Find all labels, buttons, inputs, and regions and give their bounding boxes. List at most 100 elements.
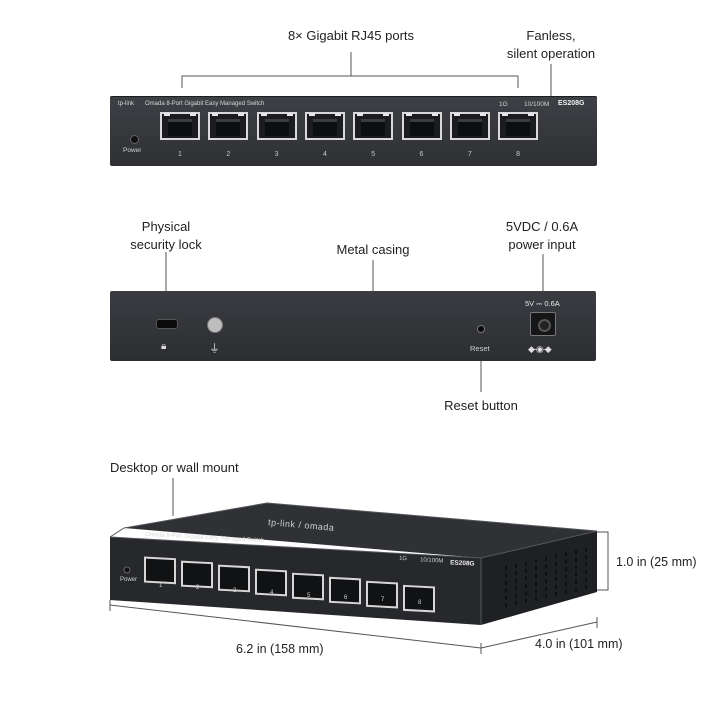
iso-port-number: 3 [233, 587, 237, 594]
front-panel: tp-link Omada 8-Port Gigabit Easy Manage… [110, 96, 597, 166]
iso-vent-slot [545, 564, 547, 569]
iso-vent-slot [535, 596, 537, 601]
iso-vent-slot [545, 556, 547, 561]
iso-vent-slot [585, 555, 587, 560]
fanless-callout-line1: Fanless, [526, 28, 576, 43]
front-port-6 [401, 112, 442, 140]
iso-vent-slot [555, 584, 557, 589]
iso-vent-slot [545, 594, 547, 599]
iso-vent-slot [545, 586, 547, 591]
iso-vent-slot [555, 592, 557, 596]
iso-port-number: 5 [307, 592, 311, 599]
back-panel: 🔒︎ ⏚ Reset 5V ⎓ 0.6A ◆-◉-◆ [110, 291, 596, 361]
front-port-number: 1 [178, 151, 182, 158]
front-port-number: 4 [322, 151, 327, 158]
iso-power-label: Power [120, 577, 138, 583]
iso-model-label: ES208G [449, 559, 475, 568]
iso-port-number: 2 [196, 585, 200, 592]
iso-vent-slot [535, 581, 537, 586]
lock-icon: 🔒︎ [161, 341, 167, 352]
iso-vent-slot [505, 603, 507, 608]
front-port-number: 2 [226, 151, 231, 158]
iso-port-row [144, 556, 435, 613]
ports-bracket-line [181, 75, 519, 88]
security-lock-slot [156, 319, 178, 329]
iso-vent-slot [545, 579, 547, 584]
front-port-5 [353, 112, 394, 140]
iso-port-number: 4 [270, 590, 274, 597]
front-port-3 [256, 112, 297, 140]
reset-button-hole[interactable] [477, 325, 485, 333]
height-dimension-line [597, 531, 609, 591]
iso-vent-slot [575, 587, 577, 592]
fanless-callout-line2: silent operation [506, 46, 596, 61]
iso-vent-slot [535, 589, 537, 594]
front-port-1 [160, 112, 200, 140]
metal-casing-callout: Metal casing [336, 242, 410, 257]
iso-top-surface [124, 503, 597, 558]
iso-vent-slot [515, 593, 517, 598]
iso-vent-slot [545, 571, 547, 576]
iso-vent-slot [555, 577, 557, 581]
power-led-icon [130, 135, 139, 144]
iso-vent-slot [535, 566, 537, 571]
front-power-label: Power [123, 147, 142, 154]
iso-port-number: 6 [344, 595, 348, 601]
iso-port-6 [329, 576, 361, 605]
iso-power-led-icon [123, 566, 131, 574]
iso-vent-slot [515, 578, 517, 583]
iso-vent-slot [565, 552, 567, 557]
iso-vent-slot [575, 572, 577, 577]
iso-port-3 [218, 564, 250, 593]
iso-vent-slot [585, 547, 587, 552]
iso-port-number: 7 [381, 597, 385, 604]
iso-vent-slot [565, 574, 567, 579]
iso-vent-slot [525, 591, 527, 596]
height-dimension-label: 1.0 in (25 mm) [616, 555, 697, 569]
iso-port-number: 8 [418, 599, 422, 606]
iso-vent-slot [575, 549, 577, 554]
iso-port-1 [144, 556, 176, 585]
reset-button-callout: Reset button [444, 398, 518, 413]
iso-vent-slot [555, 562, 557, 566]
front-port-number: 3 [274, 151, 279, 158]
power-input-callout-line2: power input [508, 237, 576, 252]
iso-vent-slot [535, 559, 537, 564]
iso-vent-slot [575, 579, 577, 584]
iso-vent-slot [525, 576, 527, 581]
front-port-number: 8 [516, 151, 521, 158]
dc-power-jack [530, 312, 556, 336]
security-lock-callout: Physical security lock [116, 218, 216, 254]
front-port-number: 5 [371, 151, 376, 158]
front-port-2 [208, 112, 249, 140]
iso-vent-slot [575, 557, 577, 562]
back-power-rating: 5V ⎓ 0.6A [525, 299, 560, 308]
iso-vent-slot [565, 567, 567, 572]
power-input-callout: 5VDC / 0.6A power input [494, 218, 590, 254]
iso-vent-slot [525, 568, 527, 573]
iso-port-5 [292, 572, 324, 601]
iso-vent-slot [565, 589, 567, 594]
iso-vent-slot [565, 582, 567, 587]
front-led-100m-label: 10/100M [524, 101, 550, 108]
fanless-callout: Fanless, silent operation [494, 27, 608, 63]
dc-polarity-icon: ◆-◉-◆ [528, 344, 552, 354]
width-dimension-line [109, 604, 482, 649]
front-port-number: 6 [419, 151, 424, 158]
iso-vent-grid [505, 547, 587, 608]
iso-vent-slot [555, 554, 557, 559]
back-reset-label: Reset [470, 344, 490, 353]
iso-port-number: 1 [159, 583, 163, 589]
iso-vent-slot [515, 601, 517, 606]
iso-vent-slot [515, 563, 517, 568]
iso-vent-slot [505, 566, 507, 570]
front-model-label: ES208G [558, 100, 585, 107]
iso-vent-slot [505, 581, 507, 585]
iso-vent-slot [525, 598, 527, 603]
width-dimension-label: 6.2 in (158 mm) [236, 642, 324, 656]
iso-vent-slot [515, 571, 517, 576]
ports-callout: 8× Gigabit RJ45 ports [287, 28, 415, 43]
iso-led-100m-label: 10/100M [419, 557, 444, 565]
